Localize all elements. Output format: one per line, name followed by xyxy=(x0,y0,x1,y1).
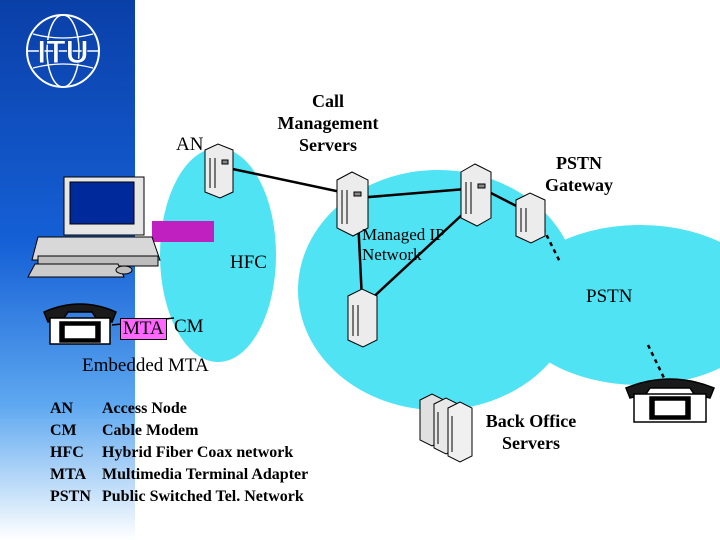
legend-row: HFC Hybrid Fiber Coax network xyxy=(50,442,308,464)
server-icon-an xyxy=(204,143,234,199)
itu-logo: ITU xyxy=(26,14,100,88)
legend-row: PSTN Public Switched Tel. Network xyxy=(50,486,308,508)
label-embedded-mta: Embedded MTA xyxy=(82,355,209,376)
legend-row: CM Cable Modem xyxy=(50,420,308,442)
label-back-office: Back Office Servers xyxy=(474,410,588,454)
label-call-management-line2: Management xyxy=(277,113,379,133)
label-managed-ip-line1: Managed IP xyxy=(362,225,445,244)
label-an: AN xyxy=(176,134,204,155)
pstn-cloud xyxy=(510,225,720,385)
label-managed-ip-line2: Network xyxy=(362,245,422,264)
abbreviation-legend: AN Access Node CM Cable Modem HFC Hybrid Fi… xyxy=(50,398,308,508)
server-icon-ip-lower xyxy=(347,288,378,348)
label-mta: MTA xyxy=(120,318,167,340)
legend-text: Public Switched Tel. Network xyxy=(102,488,304,505)
label-pstn-gateway-line1: PSTN xyxy=(555,153,602,173)
phone-icon-left xyxy=(43,303,117,345)
legend-abbr: MTA xyxy=(50,466,87,483)
server-icon-gateway-rack xyxy=(460,163,492,227)
legend-abbr: CM xyxy=(50,422,77,439)
legend-text: Cable Modem xyxy=(102,422,199,439)
server-icon-pstn-gateway xyxy=(515,192,546,244)
label-pstn-gateway-line2: Gateway xyxy=(545,175,613,195)
legend-row: AN Access Node xyxy=(50,398,308,420)
link-router-gateway xyxy=(367,199,479,303)
back-office-servers-icon xyxy=(419,393,473,463)
pstn-dashed-link-top xyxy=(541,227,562,263)
cm-connector-bar xyxy=(152,221,214,242)
label-cm: CM xyxy=(174,316,204,337)
label-call-management-line1: Call xyxy=(311,91,344,111)
legend-text: Hybrid Fiber Coax network xyxy=(102,444,294,461)
managed-ip-cloud xyxy=(298,170,578,410)
legend-abbr: AN xyxy=(50,400,74,417)
legend-abbr: PSTN xyxy=(50,488,91,505)
hfc-cloud xyxy=(160,148,276,362)
legend-abbr: HFC xyxy=(50,444,84,461)
link-an-managed-ip xyxy=(227,166,356,197)
label-call-management: Call Management Servers xyxy=(268,90,388,156)
legend-text: Multimedia Terminal Adapter xyxy=(102,466,309,483)
svg-text:ITU: ITU xyxy=(37,34,89,70)
legend-text: Access Node xyxy=(102,400,187,417)
pstn-dashed-link-bottom xyxy=(646,344,666,379)
computer-icon xyxy=(27,176,161,278)
link-managed-ip-gateway xyxy=(356,186,479,200)
label-managed-ip: Managed IP Network xyxy=(362,225,445,265)
label-pstn: PSTN xyxy=(586,286,633,307)
server-icon-managed-ip xyxy=(336,171,369,237)
legend-row: MTA Multimedia Terminal Adapter xyxy=(50,464,308,486)
label-back-office-line1: Back Office xyxy=(485,411,577,431)
label-pstn-gateway: PSTN Gateway xyxy=(534,152,624,196)
label-call-management-line3: Servers xyxy=(299,135,357,155)
phone-icon-right xyxy=(625,378,715,423)
label-hfc: HFC xyxy=(230,252,267,273)
label-back-office-line2: Servers xyxy=(502,433,560,453)
